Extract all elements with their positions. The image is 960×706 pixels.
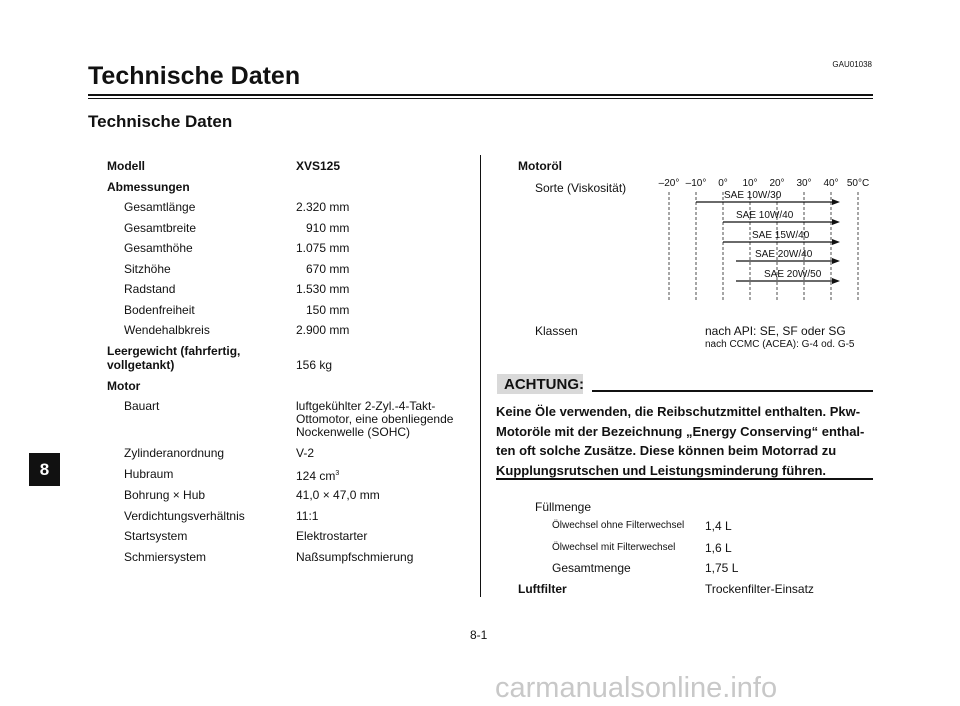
spec-label-fuellmenge: Füllmenge [535, 500, 592, 514]
hubraum-sup: 3 [335, 470, 340, 477]
temperature-tick: 30° [796, 178, 811, 189]
spec-value: 41,0 × 47,0 mm [296, 488, 380, 502]
spec-label: Wendehalbkreis [124, 323, 210, 337]
spec-value: Elektrostarter [296, 529, 368, 543]
hubraum-value: 124 cm [296, 469, 336, 483]
spec-label-modell: Modell [107, 159, 145, 173]
group-motoroel: Motoröl [518, 159, 562, 173]
spec-value-leergewicht: 156 kg [296, 358, 333, 372]
spec-label: Gesamtlänge [124, 200, 196, 214]
watermark: carmanualsonline.info [495, 672, 778, 704]
spec-label: Schmiersystem [124, 550, 207, 564]
viscosity-grade-label: SAE 10W/30 [724, 190, 782, 201]
spec-value-klassen: nach API: SE, SF oder SG [705, 324, 846, 338]
viscosity-range-arrow [832, 219, 840, 225]
spec-value: 1,6 L [705, 541, 732, 555]
temperature-tick: 40° [823, 178, 838, 189]
spec-label: Hubraum [124, 467, 174, 481]
title-rule [88, 94, 873, 96]
spec-label: Verdichtungsverhältnis [124, 509, 245, 523]
spec-label: Startsystem [124, 529, 188, 543]
spec-label: Sitzhöhe [124, 262, 171, 276]
spec-label-leergewicht: Leergewicht (fahrfertig, [107, 344, 241, 358]
document-code: GAU01038 [832, 60, 872, 69]
spec-value: 150 mm [306, 303, 350, 317]
title-rule-thin [88, 98, 873, 99]
spec-value: 11:1 [296, 509, 319, 523]
spec-value-klassen-2: nach CCMC (ACEA): G-4 od. G-5 [705, 339, 855, 350]
spec-label: Radstand [124, 282, 176, 296]
spec-value: V-2 [296, 446, 315, 460]
viscosity-grade-label: SAE 20W/50 [764, 269, 822, 280]
spec-value: 670 mm [306, 262, 350, 276]
spec-label: Zylinderanordnung [124, 446, 225, 460]
viscosity-grade-label: SAE 20W/40 [755, 249, 813, 260]
spec-value-modell: XVS125 [296, 159, 341, 173]
viscosity-range-arrow [832, 278, 840, 284]
spec-value: 124 cm3 [296, 467, 339, 483]
spec-label-luftfilter: Luftfilter [518, 582, 567, 596]
viscosity-range-arrow [832, 239, 840, 245]
temperature-tick: 10° [742, 178, 757, 189]
spec-value: 910 mm [306, 221, 350, 235]
column-divider [480, 155, 481, 597]
viscosity-chart: –20° –10° 0° 10° 20° 30° 40° 50°C SAE 10W/30SAE… [659, 178, 869, 300]
spec-value: 1,75 L [705, 561, 739, 575]
warning-rule [496, 478, 873, 480]
spec-label: Gesamtmenge [552, 561, 631, 575]
achtung-rule [592, 390, 873, 392]
spec-value: 2.320 mm [296, 200, 350, 214]
temperature-tick: 50°C [847, 178, 869, 189]
viscosity-range-arrow [832, 199, 840, 205]
group-abmessungen: Abmessungen [107, 180, 190, 194]
spec-value: Nockenwelle (SOHC) [296, 425, 411, 439]
temperature-tick: 20° [769, 178, 784, 189]
section-heading: Technische Daten [88, 112, 233, 131]
viscosity-grade-label: SAE 15W/40 [752, 230, 810, 241]
achtung-badge [497, 374, 583, 394]
spec-value: 1,4 L [705, 519, 732, 533]
spec-label-klassen: Klassen [535, 324, 578, 338]
spec-label: Ölwechsel ohne Filterwechsel [552, 520, 685, 531]
spec-label: Gesamthöhe [124, 241, 193, 255]
temperature-tick: –20° [659, 178, 680, 189]
page-title: Technische Daten [88, 62, 301, 90]
group-motor: Motor [107, 379, 141, 393]
page-number: 8-1 [470, 628, 488, 642]
spec-label: Bauart [124, 399, 160, 413]
achtung-label: ACHTUNG: [504, 376, 584, 393]
spec-label-leergewicht-2: vollgetankt) [107, 358, 175, 372]
spec-label: Ölwechsel mit Filterwechsel [552, 542, 676, 553]
spec-value: Ottomotor, eine obenliegende [296, 412, 454, 426]
spec-value: 2.900 mm [296, 323, 350, 337]
spec-value: 1.530 mm [296, 282, 350, 296]
spec-label: Bodenfreiheit [124, 303, 195, 317]
viscosity-grade-label: SAE 10W/40 [736, 210, 794, 221]
spec-value: Naßsumpfschmierung [296, 550, 414, 564]
temperature-tick: 0° [718, 178, 728, 189]
spec-value: 1.075 mm [296, 241, 350, 255]
spec-value-luftfilter: Trockenfilter-Einsatz [705, 582, 814, 596]
viscosity-range-arrow [832, 258, 840, 264]
spec-value: luftgekühlter 2-Zyl.-4-Takt- [296, 399, 436, 413]
spec-label: Gesamtbreite [124, 221, 197, 235]
warning-text: Keine Öle verwenden, die Reibschutzmitte… [496, 404, 865, 478]
spec-label-sorte: Sorte (Viskosität) [535, 181, 627, 195]
temperature-tick: –10° [686, 178, 707, 189]
chapter-tab: 8 [29, 453, 60, 486]
spec-label: Bohrung × Hub [124, 488, 206, 502]
